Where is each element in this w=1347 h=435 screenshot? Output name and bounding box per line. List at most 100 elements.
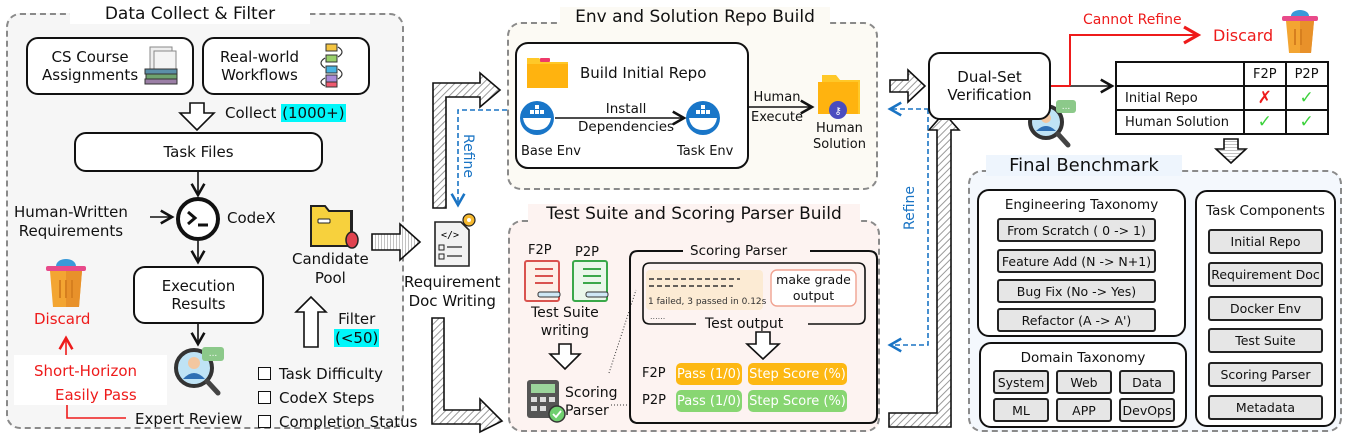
human-solution-folder-icon: ⚷ bbox=[818, 75, 860, 119]
reject-reason-easily-pass: Easily Pass bbox=[55, 386, 137, 404]
suite-to-parser-arrow bbox=[548, 343, 582, 371]
task-env-label: Task Env bbox=[677, 144, 734, 159]
p2p-test-notebook-icon bbox=[572, 260, 609, 302]
collect-label: Collect (1000+) bbox=[225, 104, 346, 122]
requirement-doc-label: Requirement Doc Writing bbox=[404, 273, 501, 311]
task-components-title: Task Components bbox=[1206, 203, 1325, 219]
engineering-item: Refactor (A -> A') bbox=[997, 308, 1156, 332]
collect-arrow bbox=[178, 102, 216, 132]
p2p-row-label: P2P bbox=[642, 393, 666, 408]
svg-text:...: ... bbox=[1062, 102, 1071, 112]
table-to-benchmark-arrow bbox=[1213, 138, 1249, 165]
refine-label-right: Refine bbox=[902, 185, 919, 231]
domain-item-data: Data bbox=[1119, 370, 1175, 394]
test-output-label: Test output bbox=[705, 316, 784, 332]
cannot-refine-arrow bbox=[1069, 25, 1202, 86]
criterion-codex-steps: CodeX Steps bbox=[258, 386, 417, 410]
f2p-row-label: F2P bbox=[642, 366, 666, 381]
pass-mark-icon: ✓ bbox=[1243, 109, 1287, 135]
pass-mark-icon: ✓ bbox=[1284, 109, 1329, 135]
refine-verification-to-test-line bbox=[887, 109, 929, 353]
filter-label: Filter (<50) bbox=[334, 310, 380, 348]
expert-review-icon: ... bbox=[174, 347, 224, 396]
test-suite-writing-label: Test Suite writing bbox=[531, 305, 599, 339]
component-item: Test Suite bbox=[1208, 328, 1323, 353]
source-real-world: Real-world Workflows bbox=[202, 37, 370, 95]
domain-item-web: Web bbox=[1056, 370, 1112, 394]
calculator-icon bbox=[527, 380, 566, 423]
make-grade-box bbox=[770, 269, 857, 307]
table-row: Human Solution ✓ ✓ bbox=[1115, 109, 1329, 135]
make-grade-label: make grade output bbox=[776, 272, 851, 303]
engineering-item: From Scratch ( 0 -> 1) bbox=[997, 218, 1156, 242]
scoring-parser-box bbox=[629, 250, 878, 424]
execution-results-box: Execution Results bbox=[133, 266, 264, 324]
component-item: Docker Env bbox=[1208, 296, 1323, 321]
engineering-item: Bug Fix (No -> Yes) bbox=[997, 279, 1156, 303]
p2p-step-score-pill: Step Score (%) bbox=[748, 390, 847, 412]
domain-item-system: System bbox=[993, 370, 1049, 394]
log-area bbox=[646, 270, 763, 310]
human-requirements-label: Human-Written Requirements bbox=[14, 203, 128, 241]
discard-label: Discard bbox=[34, 310, 91, 328]
checkbox-icon bbox=[258, 367, 271, 380]
collect-count-badge: (1000+) bbox=[281, 104, 346, 122]
filter-arrow bbox=[294, 295, 328, 348]
test-output-to-scores-arrow bbox=[744, 331, 782, 361]
checkbox-icon bbox=[258, 391, 271, 404]
component-item: Metadata bbox=[1208, 395, 1323, 420]
codex-terminal-icon bbox=[176, 197, 220, 241]
fail-mark-icon: ✗ bbox=[1243, 85, 1287, 111]
env-to-verification-arrow bbox=[889, 68, 927, 104]
source-real-world-label: Real-world Workflows bbox=[220, 48, 300, 84]
base-env-label: Base Env bbox=[521, 144, 581, 159]
trash-icon bbox=[46, 259, 86, 307]
f2p-step-score-pill: Step Score (%) bbox=[748, 363, 847, 385]
discard-trash-icon bbox=[1282, 10, 1318, 53]
verification-table-header: F2P P2P bbox=[1115, 61, 1329, 87]
cannot-refine-label: Cannot Refine bbox=[1083, 12, 1182, 28]
f2p-test-notebook-icon bbox=[524, 260, 561, 302]
source-cs-course-label: CS Course Assignments bbox=[42, 48, 139, 84]
final-benchmark-title: Final Benchmark bbox=[986, 155, 1182, 176]
domain-item-ml: ML bbox=[993, 398, 1049, 422]
books-icon bbox=[144, 46, 178, 85]
discard-label-right: Discard bbox=[1213, 26, 1274, 45]
checkbox-icon bbox=[258, 415, 271, 428]
svg-text:</>: </> bbox=[441, 230, 459, 241]
criterion-task-difficulty: Task Difficulty bbox=[258, 362, 417, 386]
filter-count-badge: (<50) bbox=[334, 329, 380, 348]
codex-label: CodeX bbox=[227, 209, 276, 227]
svg-text:⚷: ⚷ bbox=[834, 106, 841, 117]
f2p-suite-label: F2P bbox=[528, 243, 552, 258]
f2p-pass-pill: Pass (1/0) bbox=[676, 363, 742, 385]
zoom-guide-line bbox=[608, 289, 637, 374]
review-to-reject-line bbox=[66, 404, 126, 419]
component-item: Scoring Parser bbox=[1208, 362, 1323, 387]
env-build-title: Env and Solution Repo Build bbox=[560, 7, 830, 27]
task-files-box: Task Files bbox=[74, 132, 323, 172]
scoring-parser-side-label: Scoring Parser bbox=[565, 385, 618, 420]
data-collect-title: Data Collect & Filter bbox=[70, 4, 310, 24]
refine-label-left: Refine bbox=[460, 133, 477, 179]
criterion-completion-status: Completion Status bbox=[258, 410, 417, 434]
domain-item-app: APP bbox=[1056, 398, 1112, 422]
criteria-list: Task Difficulty CodeX Steps Completion S… bbox=[258, 362, 417, 434]
p2p-pass-pill: Pass (1/0) bbox=[676, 390, 742, 412]
component-item: Initial Repo bbox=[1208, 229, 1323, 254]
svg-text:...: ... bbox=[209, 349, 218, 359]
requirement-doc-icon: </> bbox=[434, 213, 476, 267]
pass-mark-icon: ✓ bbox=[1284, 85, 1329, 111]
reject-reason-short-horizon: Short-Horizon bbox=[34, 362, 138, 380]
test-to-verification-arrow bbox=[888, 111, 961, 428]
candidate-pool-label: Candidate Pool bbox=[292, 250, 369, 288]
domain-item-devops: DevOps bbox=[1119, 398, 1175, 422]
engineering-taxonomy-title: Engineering Taxonomy bbox=[1004, 197, 1159, 213]
install-deps-label: Install Dependencies bbox=[578, 101, 675, 136]
reject-reasons bbox=[14, 355, 167, 405]
test-build-title: Test Suite and Scoring Parser Build bbox=[528, 204, 860, 224]
human-execute-label: Human Execute bbox=[751, 90, 803, 126]
reqdoc-to-test-arrow bbox=[431, 317, 504, 434]
reqdoc-to-env-arrow bbox=[432, 71, 502, 209]
